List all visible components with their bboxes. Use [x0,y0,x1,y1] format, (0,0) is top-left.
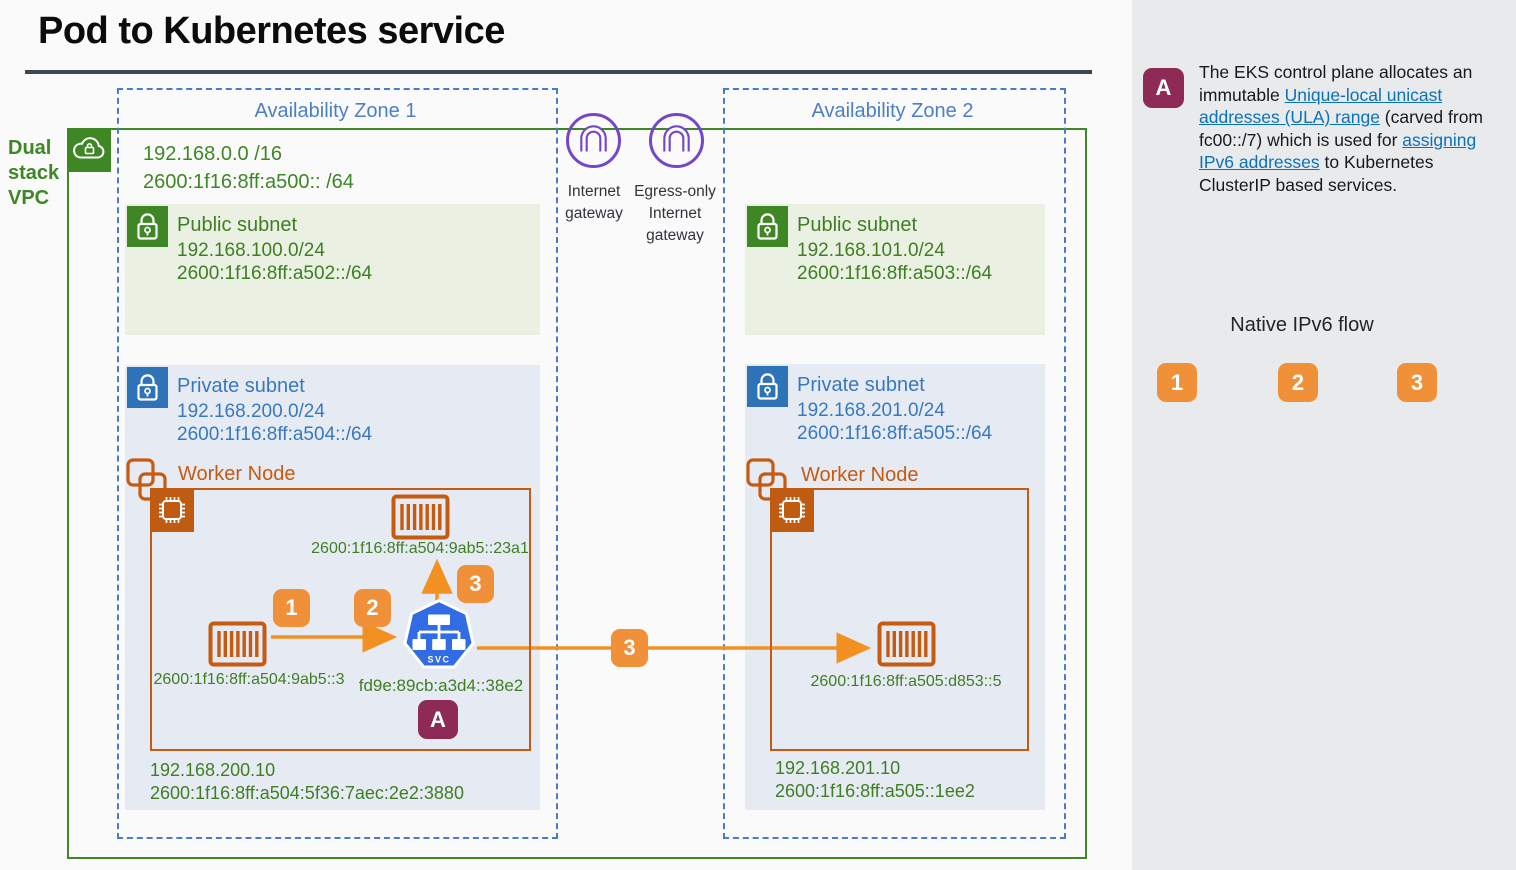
step-3-badge: 3 [611,629,648,667]
subnet-title: Private subnet [797,374,925,396]
vpc-boundary [67,128,1087,859]
az2-private-subnet: Private subnet 192.168.201.0/24 2600:1f1… [745,364,1045,810]
assigning-ipv6-link[interactable]: assigning IPv6 addresses [1199,129,1477,173]
worker-node-title: Worker Node [178,463,296,485]
private-subnet-lock-icon [127,367,168,408]
node-ipv6: 2600:1f16:8ff:a504:5f36:7aec:2e2:3880 [150,783,464,803]
kubernetes-service-icon: SVC [403,599,475,669]
pod-ip-label: 2600:1f16:8ff:a504:9ab5::23a1 [311,540,529,557]
availability-zone-2-label: Availability Zone 2 [811,100,974,122]
vpc-label: Dual stack VPC [8,137,60,209]
subnet-cidr-ipv4: 192.168.101.0/24 [797,240,945,261]
worker-node-title: Worker Node [801,464,919,486]
title-underline [25,70,1092,74]
subnet-cidr-ipv4: 192.168.100.0/24 [177,240,325,261]
subnet-cidr-ipv6: 2600:1f16:8ff:a503::/64 [797,263,993,284]
pod-ip-label: 2600:1f16:8ff:a504:9ab5::3 [153,671,345,688]
ula-range-link[interactable]: Unique-local unicast addresses (ULA) ran… [1199,84,1443,128]
service-cluster-ip-label: fd9e:89cb:a3d4::38e2 [358,676,524,695]
vpc-cidr-ipv6: 2600:1f16:8ff:a500:: /64 [143,171,354,193]
az2-public-subnet: Public subnet 192.168.101.0/24 2600:1f16… [745,204,1045,335]
availability-zone-1-boundary [117,88,558,839]
pod-ip-label: 2600:1f16:8ff:a505:d853::5 [810,673,1002,690]
pod-container-icon [208,621,267,667]
instance-chip-icon [770,488,814,532]
step-3-badge: 3 [457,565,494,603]
internet-gateway-icon [565,112,622,169]
flow-step-2-badge: 2 [1278,363,1318,402]
note-text: to Kubernetes ClusterIP based services. [1199,152,1434,195]
annotation-a-badge: A [1143,68,1184,108]
flow-step-1-badge: 1 [1157,363,1197,402]
subnet-cidr-ipv6: 2600:1f16:8ff:a504::/64 [177,424,373,445]
availability-zone-2-boundary [723,88,1066,839]
subnet-cidr-ipv4: 192.168.201.0/24 [797,400,945,421]
internet-gateway-label: Internet gateway [565,183,623,222]
annotation-sidebar [1132,0,1516,870]
instance-chip-icon [150,488,194,532]
node-ipv4: 192.168.200.10 [150,760,276,780]
note-text: The EKS control plane allocates an immut… [1199,62,1473,105]
subnet-cidr-ipv4: 192.168.200.0/24 [177,401,325,422]
public-subnet-lock-icon [127,206,168,247]
node-ip-labels: 192.168.200.10 2600:1f16:8ff:a504:5f36:7… [150,759,464,805]
availability-zone-1-label: Availability Zone 1 [254,100,417,122]
subnet-cidr-ipv6: 2600:1f16:8ff:a502::/64 [177,263,373,284]
pod-container-icon [391,494,450,540]
subnet-title: Public subnet [177,214,298,236]
egress-only-gateway-label: Egress-only Internet gateway [634,183,716,244]
node-ip-labels: 192.168.201.10 2600:1f16:8ff:a505::1ee2 [775,757,975,803]
az2-worker-node-box [770,488,1029,751]
private-subnet-lock-icon [747,366,788,407]
page-title: Pod to Kubernetes service [38,10,505,52]
pod-container-icon [877,621,936,667]
flow-legend-title: Native IPv6 flow [1230,314,1374,336]
node-ipv4: 192.168.201.10 [775,758,901,778]
node-ipv6: 2600:1f16:8ff:a505::1ee2 [775,781,975,801]
egress-only-internet-gateway-icon [648,112,705,169]
step-2-badge: 2 [354,589,391,627]
svc-icon-label: SVC [427,655,450,665]
note-text: (carved from fc00::/7) which is used for [1199,107,1483,150]
public-subnet-lock-icon [747,206,788,247]
annotation-note: The EKS control plane allocates an immut… [1199,61,1501,196]
subnet-cidr-ipv6: 2600:1f16:8ff:a505::/64 [797,423,993,444]
vpc-cloud-icon [67,128,111,172]
az1-public-subnet: Public subnet 192.168.100.0/24 2600:1f16… [125,204,540,335]
vpc-cidr-block: 192.168.0.0 /16 2600:1f16:8ff:a500:: /64 [143,140,354,196]
az1-worker-node-box [150,488,531,751]
subnet-title: Public subnet [797,214,918,236]
subnet-title: Private subnet [177,375,305,397]
vpc-cidr-ipv4: 192.168.0.0 /16 [143,143,283,165]
flow-step-3-badge: 3 [1397,363,1437,402]
step-1-badge: 1 [273,589,310,627]
annotation-a-badge: A [418,700,458,739]
